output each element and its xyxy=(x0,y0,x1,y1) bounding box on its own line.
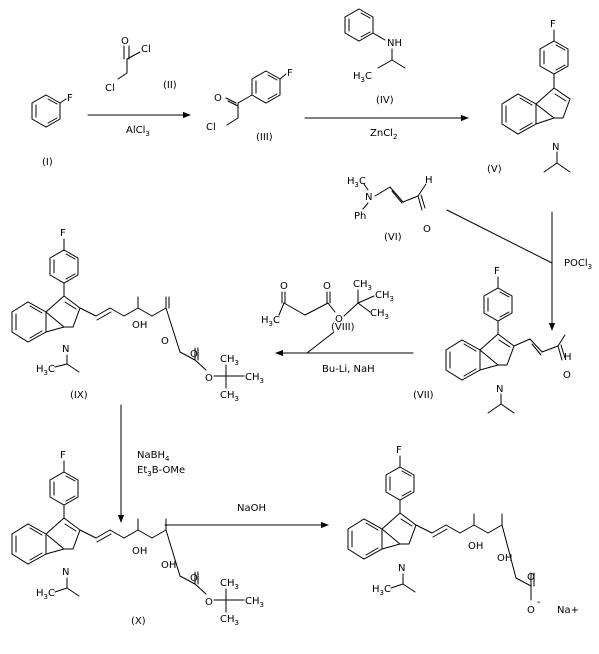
reagent-alcl3: AlCl3 xyxy=(126,125,150,138)
oxygen-atom: O xyxy=(423,224,431,235)
nitrogen-atom: N xyxy=(552,142,559,153)
compound-iv-structure: NH H3C xyxy=(344,8,406,84)
compound-iii-label: (III) xyxy=(256,132,273,143)
nitrogen-atom: N xyxy=(62,344,69,355)
fluorine-atom: F xyxy=(396,445,402,456)
compound-viii-label: (VIII) xyxy=(331,322,355,333)
compound-ix-label: (IX) xyxy=(70,390,88,401)
oxygen-atom: O xyxy=(214,93,222,104)
ester-oxygen: O xyxy=(335,314,343,325)
fluorine-atom: F xyxy=(287,68,293,79)
compound-x-structure: F N H3C OH OH O O xyxy=(11,450,264,627)
aldehyde-hydrogen: H xyxy=(425,175,433,186)
reagent-nabh4: NaBH4 xyxy=(137,450,170,463)
carbonyl-oxygen: O xyxy=(527,572,535,583)
methyl-group: H3C xyxy=(353,71,372,84)
nitrogen-atom: N xyxy=(365,192,372,203)
compound-ii-structure: O Cl Cl xyxy=(105,36,151,94)
fluorine-atom: F xyxy=(60,228,66,239)
aldehyde-hydrogen: H xyxy=(564,352,572,363)
methyl-group: H3C xyxy=(347,176,366,189)
reagent-et3b-ome: Et3B-OMe xyxy=(137,465,185,478)
hydroxyl-group: OH xyxy=(132,546,147,557)
reagent-buli-nah: Bu-Li, NaH xyxy=(322,364,375,375)
compound-vii-label: (VII) xyxy=(413,390,434,401)
oxygen-atom: O xyxy=(121,36,129,47)
methyl-group: CH3 xyxy=(353,279,372,292)
reagent-pocl3: POCl3 xyxy=(564,258,592,271)
fluorine-atom: F xyxy=(67,93,73,104)
carbonyl-oxygen: O xyxy=(190,573,198,584)
hydroxyl-group: OH xyxy=(132,320,147,331)
oxygen-atom: O xyxy=(323,281,331,292)
chlorine-atom: Cl xyxy=(206,122,216,133)
compound-vi-structure: H3C N Ph H O xyxy=(347,175,433,235)
compound-i-structure: F xyxy=(31,93,73,128)
methyl-group: CH3 xyxy=(220,390,239,403)
compound-vi-label: (VI) xyxy=(384,232,402,243)
fluorine-atom: F xyxy=(494,266,500,277)
methyl-group: CH3 xyxy=(245,596,264,609)
methyl-group: CH3 xyxy=(370,308,389,321)
chlorine-atom: Cl xyxy=(141,44,151,55)
methyl-group: H3C xyxy=(36,364,55,377)
methyl-group: H3C xyxy=(372,584,391,597)
ester-oxygen: O xyxy=(205,373,213,384)
compound-v-structure: F N xyxy=(501,19,571,173)
nitrogen-atom: N xyxy=(62,567,69,578)
carbonyl-oxygen: O xyxy=(190,349,198,360)
compound-v-label: (V) xyxy=(487,164,502,175)
fluorine-atom: F xyxy=(550,19,556,30)
hydroxyl-group: OH xyxy=(161,560,176,571)
compound-iv-label: (IV) xyxy=(376,95,394,106)
reagent-join-line-viii xyxy=(306,331,335,354)
methyl-group: H3C xyxy=(261,315,280,328)
oxygen-atom: O xyxy=(563,370,571,381)
fluorine-atom: F xyxy=(60,450,66,461)
methyl-group: CH3 xyxy=(245,372,264,385)
compound-ix-structure: F N H3C OH O O O xyxy=(11,228,264,403)
sodium-counterion: Na+ xyxy=(557,605,579,616)
nitrogen-atom: N xyxy=(496,384,503,395)
reagent-zncl2: ZnCl2 xyxy=(370,128,397,141)
final-product-structure: F N H3C OH OH O O - xyxy=(347,445,579,616)
ketone-oxygen: O xyxy=(161,336,169,347)
negative-charge: - xyxy=(537,597,541,608)
methyl-group: CH3 xyxy=(220,614,239,627)
methyl-group: H3C xyxy=(36,588,55,601)
ester-oxygen: O xyxy=(205,597,213,608)
hydroxyl-group: OH xyxy=(468,541,483,552)
oxygen-atom: O xyxy=(280,281,288,292)
nitrogen-atom: N xyxy=(398,563,405,574)
compound-i-label: (I) xyxy=(42,157,53,168)
carboxylate-oxygen: O xyxy=(527,605,535,616)
hydroxyl-group: OH xyxy=(497,553,512,564)
nh-group: NH xyxy=(387,38,402,49)
compound-iii-structure: F O Cl xyxy=(206,68,293,133)
compound-vii-structure: F N H O xyxy=(445,266,572,414)
reagent-join-line-vi xyxy=(446,209,553,264)
chlorine-atom: Cl xyxy=(105,83,115,94)
methyl-group: CH3 xyxy=(375,290,394,303)
compound-viii-structure: O O H3C O CH3 CH3 CH3 xyxy=(261,279,394,328)
methyl-group: CH3 xyxy=(220,578,239,591)
compound-x-label: (X) xyxy=(131,616,146,627)
phenyl-group: Ph xyxy=(354,211,366,222)
methyl-group: CH3 xyxy=(220,354,239,367)
reagent-naoh: NaOH xyxy=(237,503,266,514)
compound-ii-label: (II) xyxy=(163,80,177,91)
